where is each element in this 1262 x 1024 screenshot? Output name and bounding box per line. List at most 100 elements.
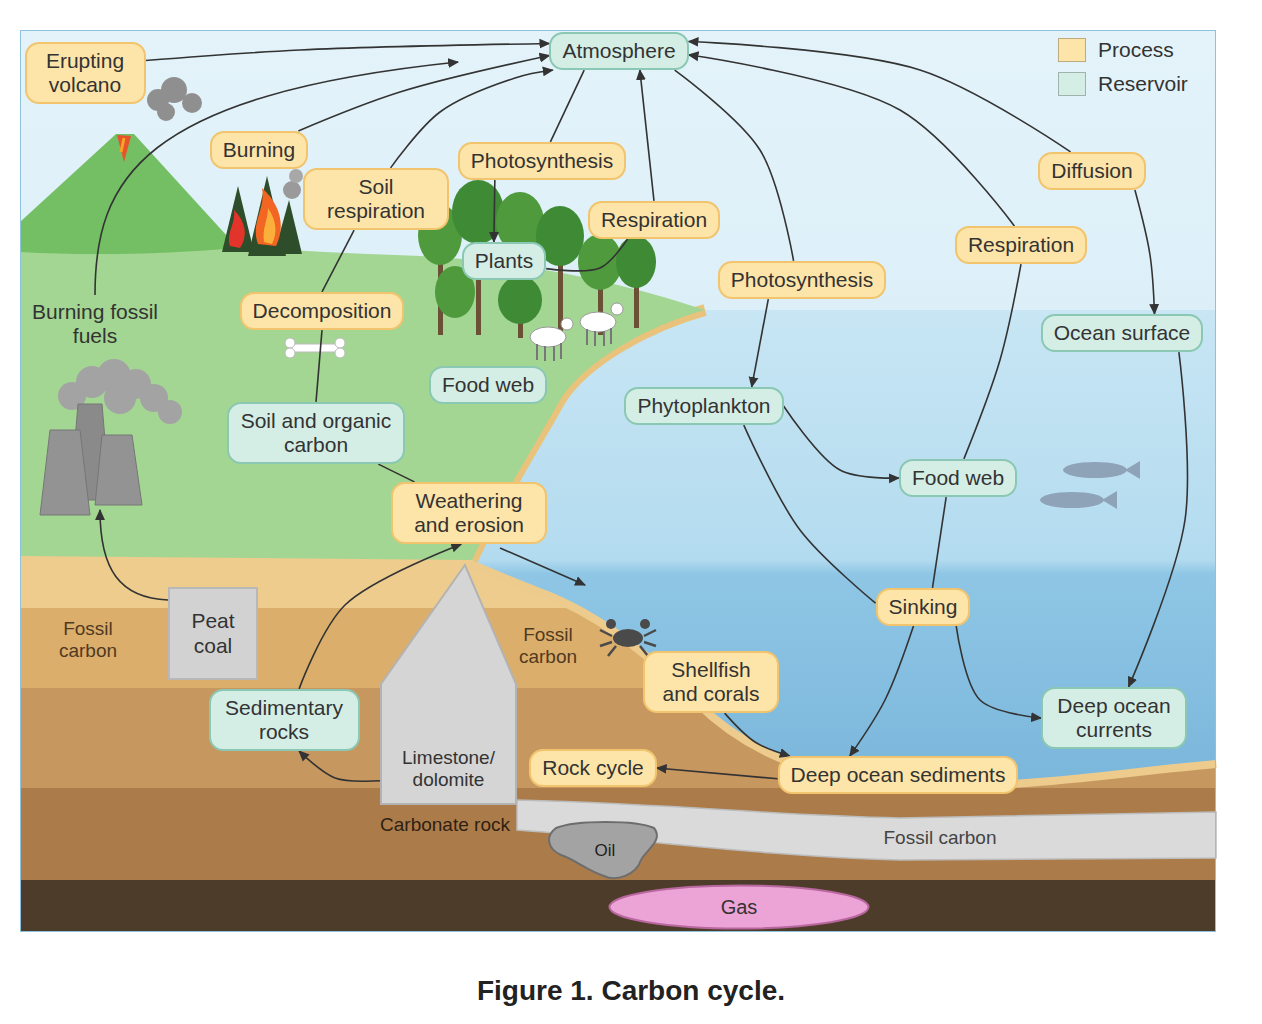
process-box: Diffusion [1038,152,1145,190]
flow-arrow [964,264,1021,459]
bone [285,338,345,358]
ocean [472,310,1216,782]
power-plant [158,400,182,424]
node-text: Erupting volcano [38,49,133,97]
rock-formation-outline [380,563,517,805]
node-text: Food web [912,466,1004,490]
flow-arrow [850,626,914,756]
process-box: Shellfish and corals [643,651,779,713]
layer-label: Fossil carbon [860,827,1020,849]
node-text: Burning [223,138,295,162]
process-box: Photosynthesis [458,142,626,180]
node-text: Sedimentary rocks [222,696,347,744]
node-text: Deep ocean sediments [791,763,1006,787]
burning-forest [256,188,281,246]
node-text: Peat coal [178,609,248,657]
legend-text: Process [1098,38,1174,62]
fish [1125,461,1140,479]
node-text: Photosynthesis [731,268,873,292]
flow-arrow [744,425,876,603]
legend-entry: Reservoir [1058,72,1188,96]
fossil-fuel-emission-arrow [95,62,458,295]
peat-coal-block-fill [169,588,257,679]
process-box: Rock cycle [529,749,657,787]
goats [611,303,623,315]
node-text: Atmosphere [562,39,675,63]
node-text: Sinking [889,595,958,619]
flow-arrow [689,41,1071,151]
flow-arrow [146,43,550,60]
crab [600,630,656,656]
burning-forest [283,181,301,199]
fish [1040,492,1104,508]
node-text: Shellfish and corals [656,658,766,706]
flow-arrow [550,70,584,142]
flow-arrow [298,55,549,130]
goats [561,318,573,330]
process-box: Soil respiration [303,168,449,230]
flow-arrow [1129,352,1188,687]
flow-arrow [322,230,354,292]
burning-forest [229,210,245,248]
crab [606,619,616,629]
rock-formation-fill [381,565,516,804]
power-plant [40,430,90,515]
process-box: Deep ocean sediments [778,756,1019,794]
flow-arrow [784,406,899,478]
crab [640,619,650,629]
bone [285,338,295,348]
node-text: Diffusion [1051,159,1132,183]
volcano [157,103,175,121]
flow-arrow [493,180,496,242]
reservoir-box: Food web [899,459,1017,497]
power-plant [95,435,142,505]
sky [20,30,1216,932]
process-box: Erupting volcano [25,42,146,104]
fish [1063,462,1127,478]
volcano [182,93,202,113]
reservoir-box: Soil and organic carbon [227,402,405,464]
bone [335,338,345,348]
bone [335,348,345,358]
flow-arrow [546,239,627,271]
crab [600,619,656,656]
node-text: Gas [721,896,758,919]
trees [452,180,504,244]
flow-arrow [299,751,380,781]
power-plant [104,382,136,414]
trees [616,236,656,288]
process-label: Burning fossil fuels [30,300,160,348]
reservoir-box: Sedimentary rocks [209,689,360,751]
layer-label: Fossil carbon [48,618,128,662]
process-box: Photosynthesis [718,261,886,299]
node-text: Oil [595,841,616,861]
goats [537,343,561,361]
legend-swatch [1058,72,1086,96]
goats [587,328,611,346]
reservoir-box: Phytoplankton [624,387,783,425]
volcano [117,135,131,162]
flow-arrow [657,768,778,779]
runoff-arrow [500,548,585,585]
volcano [121,138,124,152]
legend-swatch [1058,38,1086,62]
flow-arrow [752,299,769,387]
reservoir-box: Plants [462,242,546,280]
node-text: Decomposition [253,299,392,323]
power-plant [40,359,182,515]
layer-label: Fossil carbon [508,624,588,668]
process-box: Respiration [955,226,1087,264]
node-text: Soil and organic carbon [240,409,392,457]
rock-formation: Limestone/ dolomite [380,563,517,805]
burning-forest [222,169,303,256]
fish [1102,491,1117,509]
legend-entry: Process [1058,38,1174,62]
process-box: Burning [210,131,308,169]
node-text: Phytoplankton [637,394,770,418]
flow-arrow [640,70,654,201]
fish [1040,461,1140,509]
flow-arrow [1135,190,1155,314]
node-text: Plants [475,249,533,273]
